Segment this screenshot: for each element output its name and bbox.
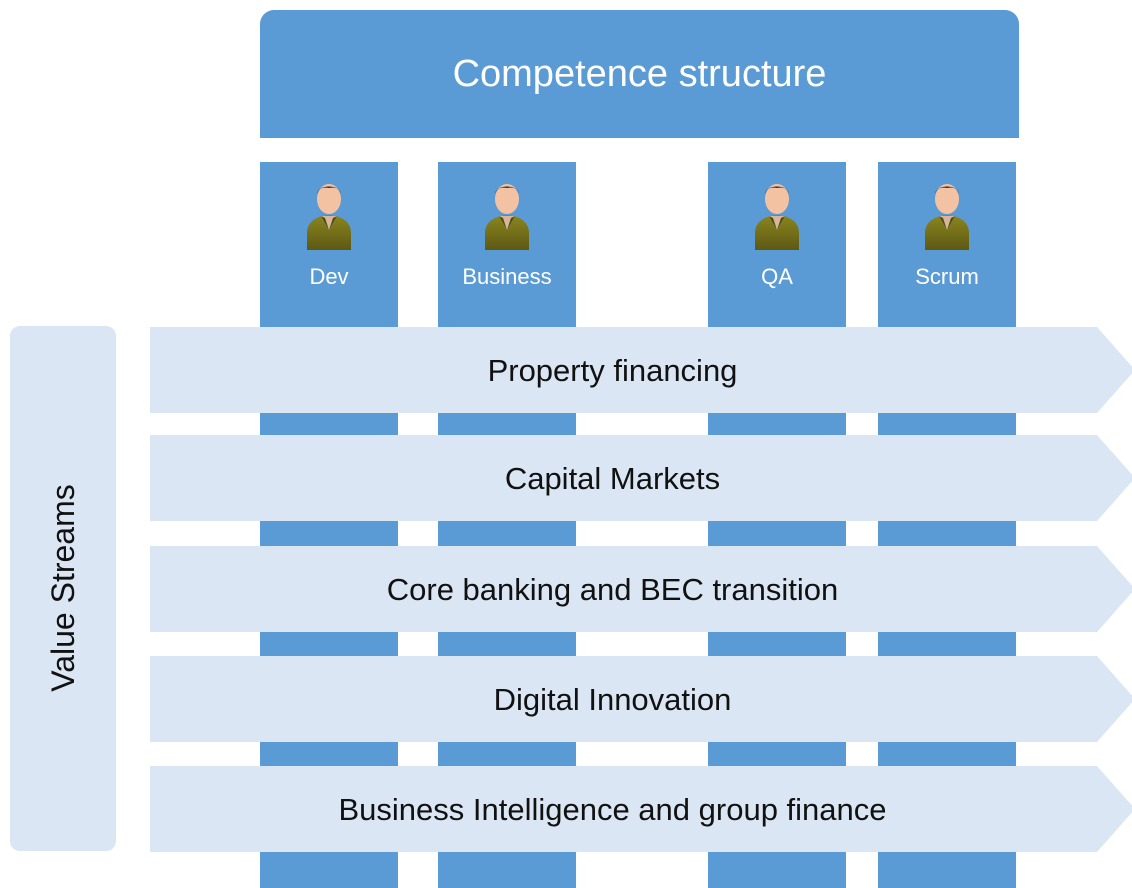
competence-label-dev: Dev (309, 264, 349, 289)
value-stream-label: Property financing (487, 352, 738, 388)
competence-column-header-scrum: Scrum (878, 162, 1016, 322)
competence-label-scrum: Scrum (915, 264, 979, 289)
competence-column-header-business: Business (438, 162, 576, 322)
person-icon (307, 184, 351, 250)
value-stream-label: Digital Innovation (493, 681, 732, 717)
person-icon (925, 184, 969, 250)
value-streams-label: Value Streams (45, 484, 81, 692)
value-streams-panel: Value Streams (10, 326, 116, 851)
value-stream-capital-markets: Capital Markets (150, 435, 1132, 521)
value-stream-property-financing: Property financing (150, 327, 1132, 413)
value-stream-arrow (150, 766, 1132, 852)
value-stream-arrow (150, 656, 1132, 742)
competence-label-qa: QA (761, 264, 793, 289)
value-stream-arrow (150, 435, 1132, 521)
value-stream-label: Core banking and BEC transition (386, 571, 839, 607)
competence-structure-header: Competence structure (260, 10, 1019, 138)
competence-structure-title: Competence structure (452, 53, 827, 95)
person-icon (755, 184, 799, 250)
value-stream-arrow (150, 546, 1132, 632)
value-stream-label: Capital Markets (504, 460, 721, 496)
competence-label-business: Business (462, 264, 552, 289)
value-stream-arrow (150, 327, 1132, 413)
competence-column-header-qa: QA (708, 162, 846, 322)
value-stream-label: Business Intelligence and group finance (338, 791, 887, 827)
value-stream-core-banking: Core banking and BEC transition (150, 546, 1132, 632)
value-stream-business-intelligence: Business Intelligence and group finance (150, 766, 1132, 852)
value-stream-digital-innovation: Digital Innovation (150, 656, 1132, 742)
competence-column-header-dev: Dev (260, 162, 398, 322)
person-icon (485, 184, 529, 250)
